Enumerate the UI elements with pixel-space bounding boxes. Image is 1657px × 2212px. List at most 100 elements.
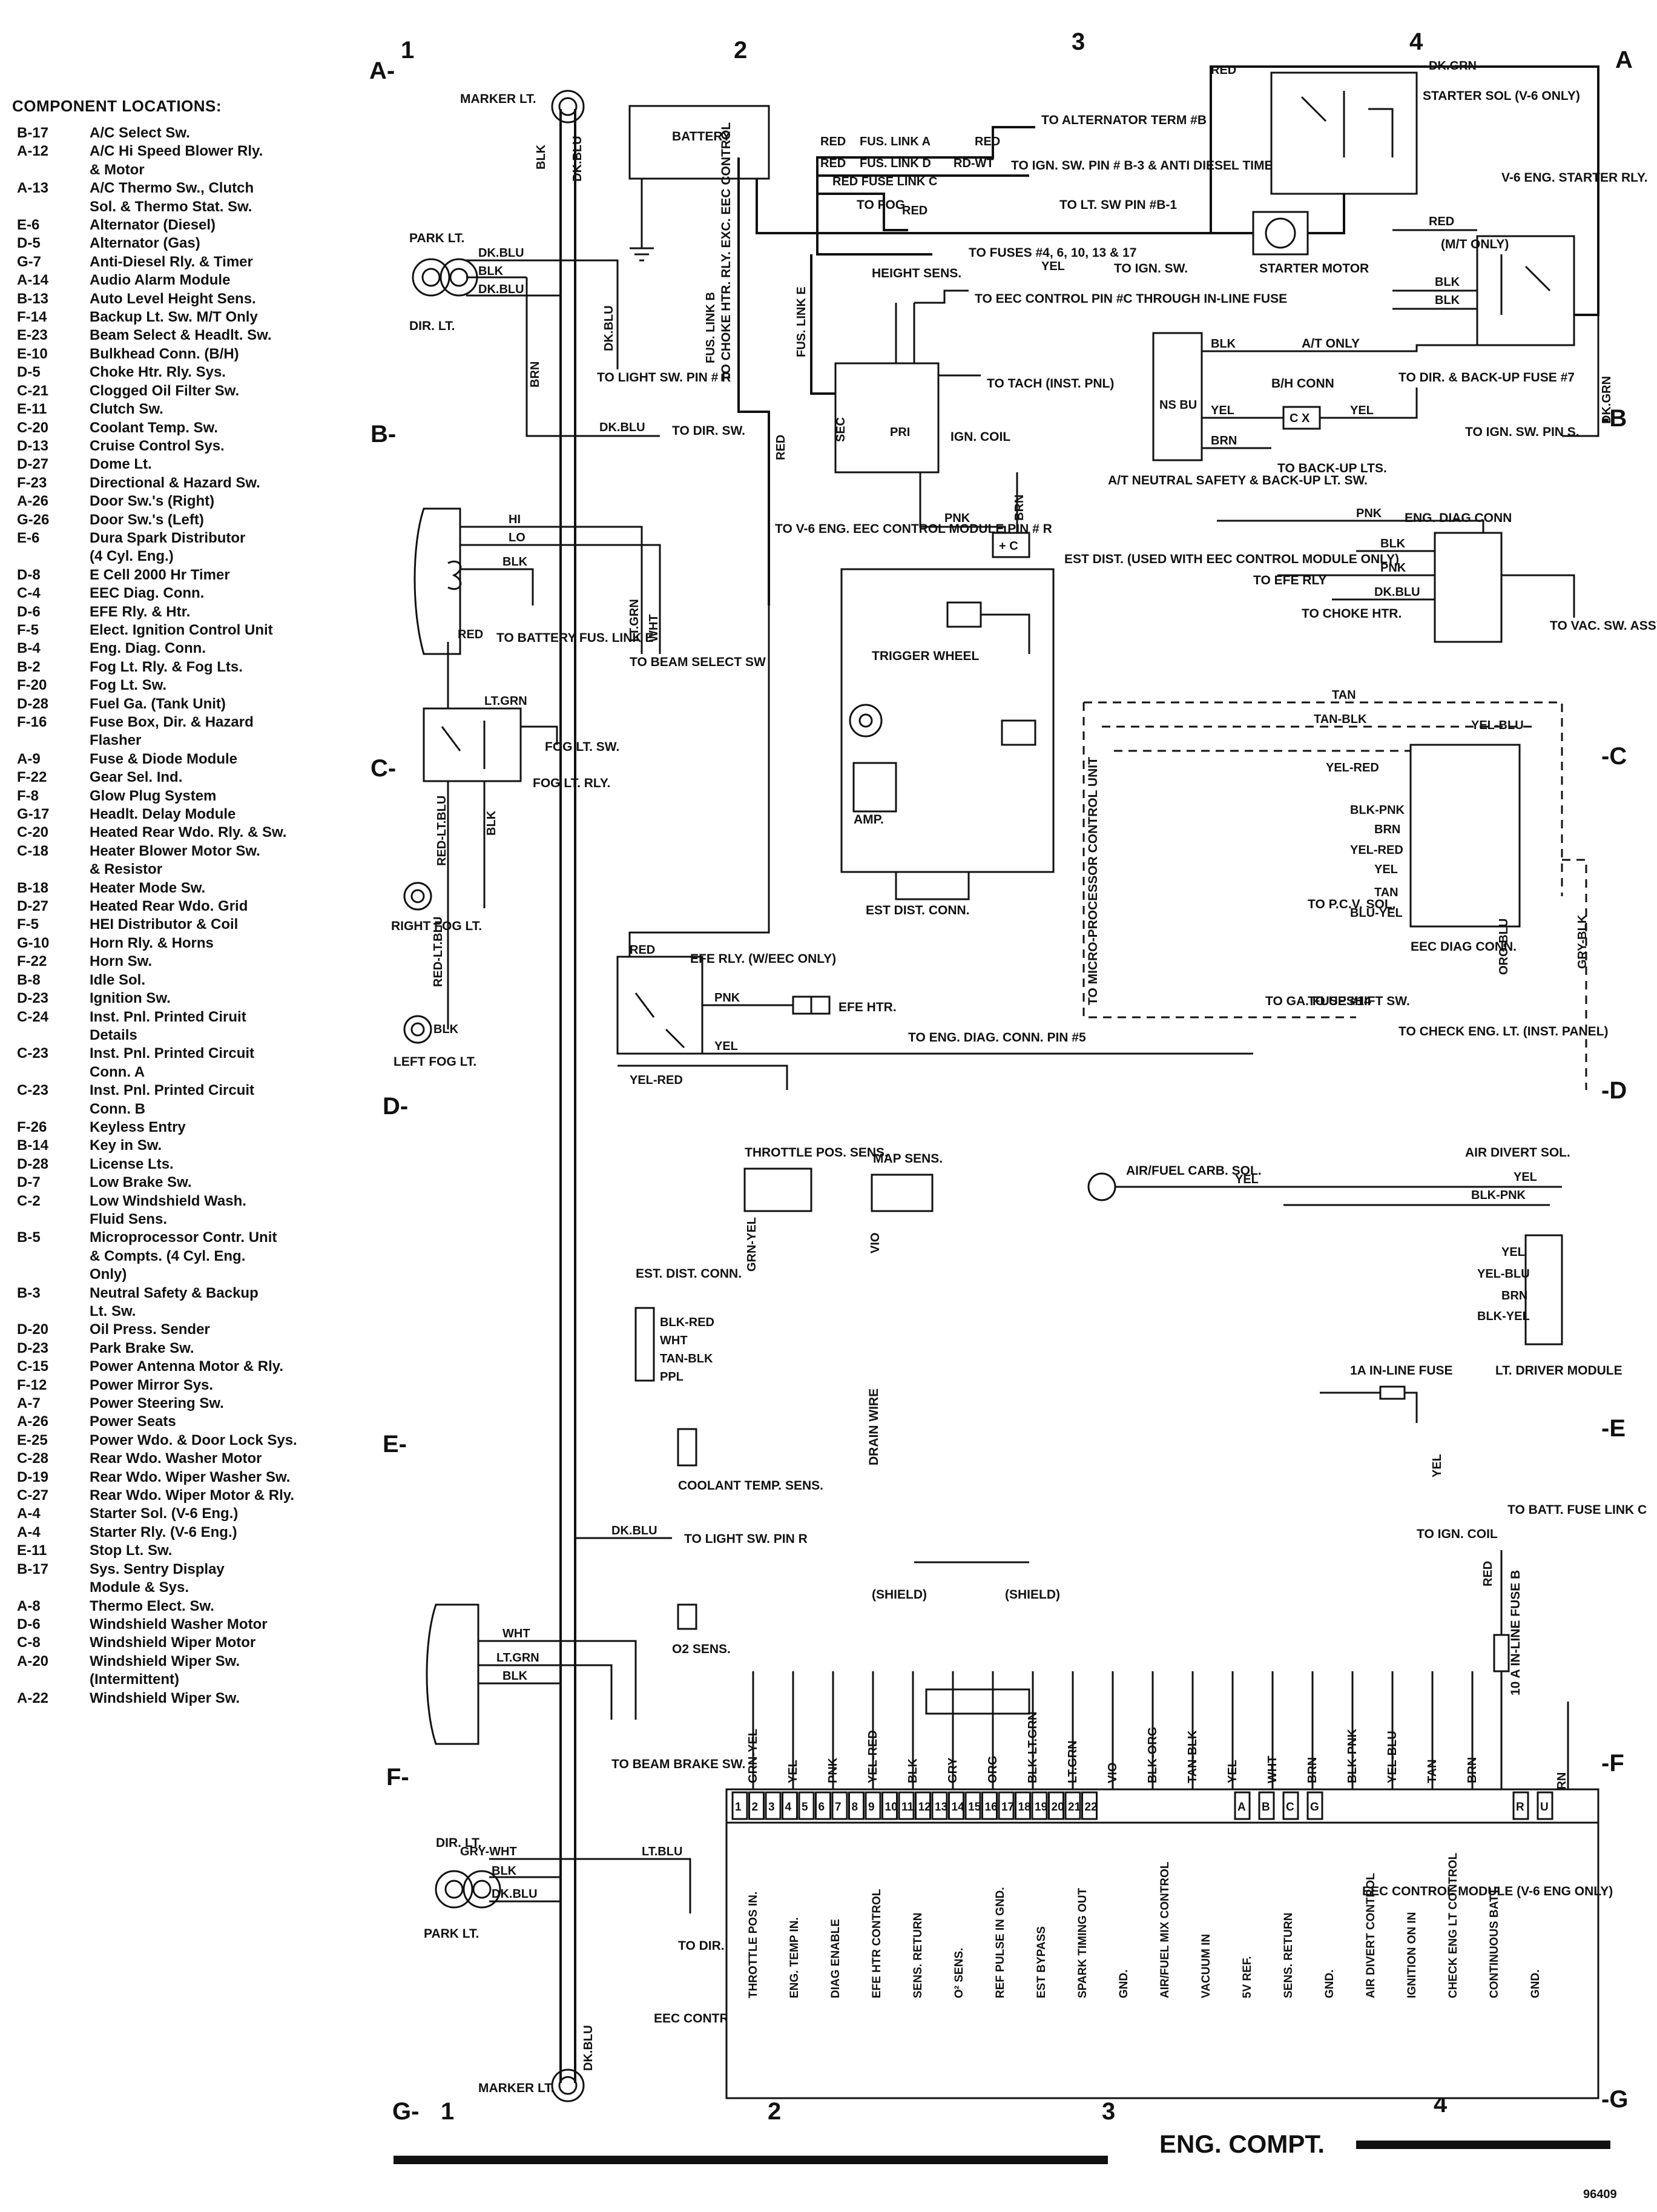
wire-label: BLK (1435, 294, 1460, 307)
eec-diag-conn-box (1409, 744, 1521, 928)
legend-component-name: A/C Select Sw. (90, 125, 190, 141)
wire-label: PNK (714, 991, 740, 1005)
legend-code: D-27 (17, 456, 49, 473)
legend-code: G-7 (17, 253, 42, 270)
legend-code: B-13 (17, 290, 49, 307)
legend-component-name: Beam Select & Headlt. Sw. (90, 327, 272, 344)
legend-component-name: Cruise Control Sys. (90, 437, 225, 454)
legend-component-name: EFE Rly. & Htr. (90, 603, 191, 620)
legend-code: D-28 (17, 1155, 49, 1172)
eec-pin-number: 7 (835, 1801, 842, 1814)
eec-function-label: DIAG ENABLE (829, 1919, 842, 1998)
eec-pin-number: 15 (968, 1801, 981, 1814)
legend-component-name: Fluid Sens. (90, 1210, 168, 1227)
legend-code: E-11 (17, 1542, 47, 1559)
ref-to-choke-htr: TO CHOKE HTR. (1302, 607, 1402, 621)
eec-function-label: CONTINUOUS BATT. (1488, 1886, 1501, 1998)
eec-pin-number: 17 (1001, 1801, 1014, 1814)
legend-component-name: Gear Sel. Ind. (90, 769, 183, 786)
shield-label-1: (SHIELD) (872, 1588, 927, 1602)
grid-row-d-left: D- (383, 1093, 408, 1120)
legend-component-name: Door Sw.'s (Right) (90, 493, 215, 510)
legend-item: Only) (17, 1266, 380, 1284)
at-only-label: A/T ONLY (1302, 337, 1360, 351)
wire-label: BLK-RED (660, 1316, 714, 1329)
eec-wire-color-label: PNK (826, 1757, 840, 1783)
wire-label: PPL (660, 1370, 684, 1384)
nsbu-box (1152, 332, 1203, 461)
wire-label: PNK (1380, 561, 1406, 575)
eec-pin-cell (865, 1791, 881, 1820)
legend-code: A-9 (17, 750, 41, 767)
legend-code: E-25 (17, 1431, 48, 1448)
legend-code: D-19 (17, 1468, 49, 1485)
grid-labels: 1 2 3 4 1 2 3 4 A- B- C- D- E- F- G- A -… (369, 28, 1633, 2125)
legend-component-name: Idle Sol. (90, 971, 146, 988)
eec-function-label: REF PULSE IN GND. (994, 1887, 1007, 1998)
legend-code: A-12 (17, 143, 49, 160)
legend-component-name: E Cell 2000 Hr Timer (90, 566, 230, 583)
legend-component-name: Starter Sol. (V-6 Eng.) (90, 1505, 239, 1522)
fuse-link-c-label: RED FUSE LINK C (832, 175, 937, 188)
legend-component-name: Conn. B (90, 1100, 145, 1117)
wire-label: RED (820, 157, 846, 170)
eec-pin-number: R (1516, 1801, 1524, 1814)
legend-component-name: EEC Diag. Conn. (90, 585, 205, 602)
grid-col-2-bottom: 2 (768, 2098, 781, 2125)
battery: BATTERY (628, 105, 817, 262)
legend-component-name: Dome Lt. (90, 456, 152, 473)
eec-wire-color-label: VIO (1106, 1763, 1119, 1783)
amp-box (852, 762, 897, 813)
legend-component-name: Auto Level Height Sens. (90, 290, 256, 307)
legend-component-name: Elect. Ignition Control Unit (90, 621, 273, 638)
eec-module-box (725, 1788, 1599, 2099)
wire-label: LT.GRN (628, 599, 641, 642)
wire-label: BRN (1013, 495, 1026, 521)
legend-component-name: Alternator (Diesel) (90, 217, 216, 234)
eec-pin-number: 11 (901, 1801, 914, 1814)
footer: ENG. COMPT. 96409 (394, 2130, 1617, 2201)
efe-relay: RED EFE RLY. (W/EEC ONLY) PNK EFE HTR. Y… (616, 606, 1253, 1090)
legend-code: E-10 (17, 345, 48, 362)
wire-label: RED (902, 204, 927, 217)
eec-wire-color-label: ORG (986, 1755, 1000, 1783)
wire-label: YEL (1041, 260, 1065, 273)
legend-item: Lt. Sw. (17, 1302, 380, 1321)
legend-component-name: Heater Blower Motor Sw. (90, 842, 260, 859)
wire-label: YEL (1350, 404, 1374, 417)
legend-code: G-10 (17, 934, 50, 951)
legend-code: F-16 (17, 714, 47, 730)
eec-pin-number: 9 (868, 1801, 875, 1814)
legend-component-name: Headlt. Delay Module (90, 806, 236, 823)
legend-code: C-23 (17, 1045, 49, 1062)
grid-row-c-left: C- (371, 755, 396, 782)
legend-component-name: Power Steering Sw. (90, 1395, 224, 1412)
eec-pin-cell (881, 1791, 898, 1820)
legend-component-name: Microprocessor Contr. Unit (90, 1229, 277, 1246)
legend-code: C-20 (17, 419, 49, 436)
eec-pin-cell (848, 1791, 865, 1820)
eec-pin-number: 4 (785, 1801, 792, 1814)
ign-coil-box (834, 362, 940, 474)
eec-function-label: AIR DIVERT CONTROL (1365, 1873, 1377, 1998)
legend-component-name: Key in Sw. (90, 1137, 162, 1154)
ref-to-tach: TO TACH (INST. PNL) (987, 377, 1114, 391)
ref-to-beam-brake: TO BEAM BRAKE SW. (611, 1757, 745, 1771)
legend-component-name: Choke Htr. Rly. Sys. (90, 364, 226, 381)
legend-code: A-20 (17, 1652, 49, 1669)
park-lt-top-label: PARK LT. (409, 231, 464, 245)
ref-to-lt-sw: TO LT. SW PIN #B-1 (1059, 198, 1177, 212)
legend-item: Conn. B (17, 1100, 380, 1118)
legend-code: B-5 (17, 1229, 41, 1246)
